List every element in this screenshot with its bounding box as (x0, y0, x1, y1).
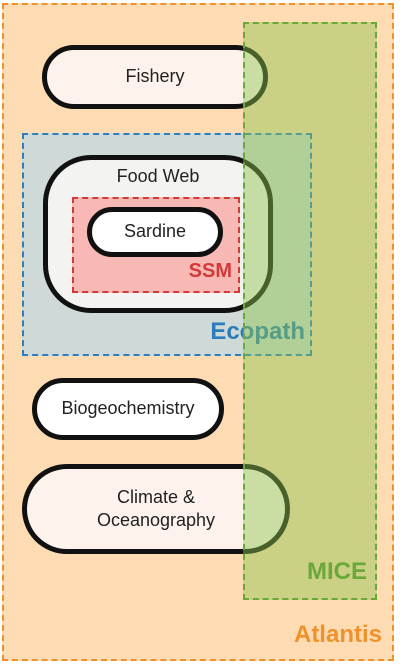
mice-label: MICE (307, 558, 367, 585)
food-web-label: Food Web (116, 166, 200, 186)
sardine-node: Sardine (87, 207, 223, 257)
sardine-label: Sardine (123, 221, 187, 242)
climate-label-line1: Climate & (116, 486, 196, 507)
fishery-node: Fishery (42, 45, 268, 109)
fishery-label: Fishery (125, 66, 185, 87)
biogeochemistry-label: Biogeochemistry (61, 398, 195, 419)
climate-oceanography-node: Climate & Oceanography (22, 464, 290, 554)
ssm-label: SSM (188, 260, 232, 282)
climate-label-line2: Oceanography (96, 510, 216, 530)
climate-oceanography-label: Climate & Oceanography (97, 486, 215, 533)
ecopath-label: Ecopath (210, 318, 305, 345)
biogeochemistry-node: Biogeochemistry (32, 378, 224, 440)
atlantis-label: Atlantis (293, 621, 382, 648)
mice-model-region: MICE (243, 22, 377, 600)
